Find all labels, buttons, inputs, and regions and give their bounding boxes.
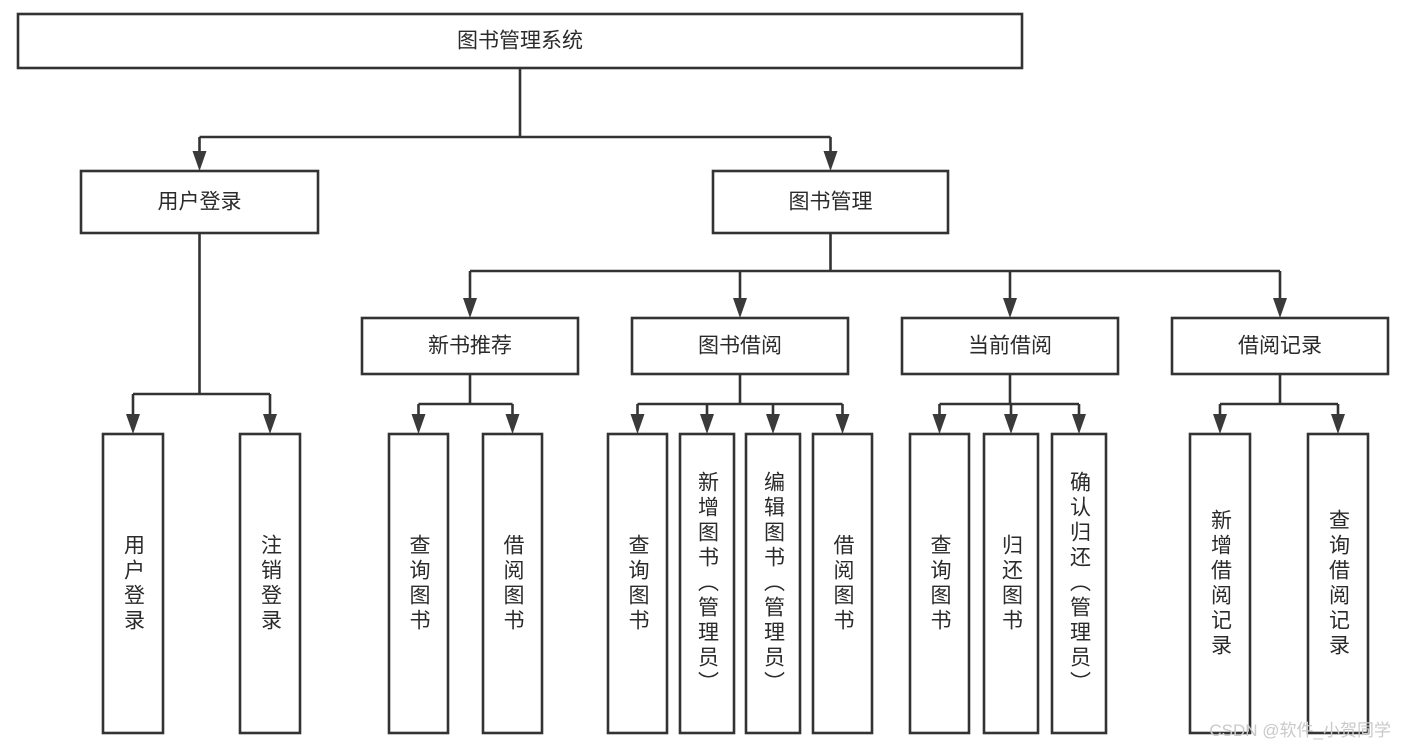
level2-node-box-1[interactable] [711,169,950,235]
leaf-node-box-6[interactable] [744,432,802,735]
root-node-box[interactable] [16,12,1024,70]
l3-2-to-leaves-arrow-2 [1072,414,1086,434]
node-box-layer [16,12,1390,735]
mgmt-to-level3-arrow-2 [1003,298,1017,318]
leaf-node-box-12[interactable] [1306,432,1370,735]
level3-node-box-3[interactable] [1170,316,1390,376]
level3-node-box-1[interactable] [630,316,850,376]
level2-node-label-0: 用户登录 [158,191,242,214]
level3-node-box-2[interactable] [900,316,1120,376]
leaf-node-box-8[interactable] [908,432,971,735]
l3-1-to-leaves-arrow-2 [766,414,780,434]
leaf-node-box-2[interactable] [387,432,450,735]
login-to-leaves-arrow-0 [126,414,140,434]
leaf-node-box-0[interactable] [101,432,165,735]
login-to-leaves-arrow-1 [263,414,277,434]
leaf-node-box-7[interactable] [811,432,874,735]
mgmt-to-level3-arrow-3 [1273,298,1287,318]
l3-1-to-leaves-arrow-3 [835,414,850,434]
level3-node-label-0: 新书推荐 [428,335,512,358]
level3-node-label-2: 当前借阅 [968,335,1052,358]
mgmt-to-level3-arrow-0 [463,298,477,318]
root-to-level2-arrow-1 [823,151,838,171]
leaf-node-box-10[interactable] [1050,432,1108,735]
l3-0-to-leaves-arrow-1 [505,414,520,434]
connector-layer [126,68,1345,434]
level3-node-label-3: 借阅记录 [1238,335,1322,358]
leaf-node-box-5[interactable] [678,432,736,735]
l3-3-to-leaves-arrow-1 [1331,414,1345,434]
leaf-node-box-1[interactable] [238,432,302,735]
l3-0-to-leaves-arrow-0 [411,414,426,434]
level2-node-box-0[interactable] [79,169,320,235]
l3-2-to-leaves-arrow-1 [1004,414,1018,434]
leaf-node-box-9[interactable] [982,432,1040,735]
l3-1-to-leaves-arrow-0 [630,414,645,434]
root-to-level2-arrow-0 [192,151,207,171]
mgmt-to-level3-arrow-1 [733,298,747,318]
leaf-node-box-4[interactable] [606,432,669,735]
l3-1-to-leaves-arrow-1 [700,414,714,434]
level3-node-box-0[interactable] [360,316,580,376]
level3-node-label-1: 图书借阅 [698,335,782,358]
root-node-label: 图书管理系统 [457,30,583,53]
l3-2-to-leaves-arrow-0 [932,414,947,434]
leaf-node-box-11[interactable] [1188,432,1252,735]
watermark: CSDN @软件_小贺同学 [1209,721,1391,740]
leaf-node-box-3[interactable] [481,432,544,735]
level2-node-label-1: 图书管理 [789,191,873,214]
l3-3-to-leaves-arrow-0 [1213,414,1227,434]
